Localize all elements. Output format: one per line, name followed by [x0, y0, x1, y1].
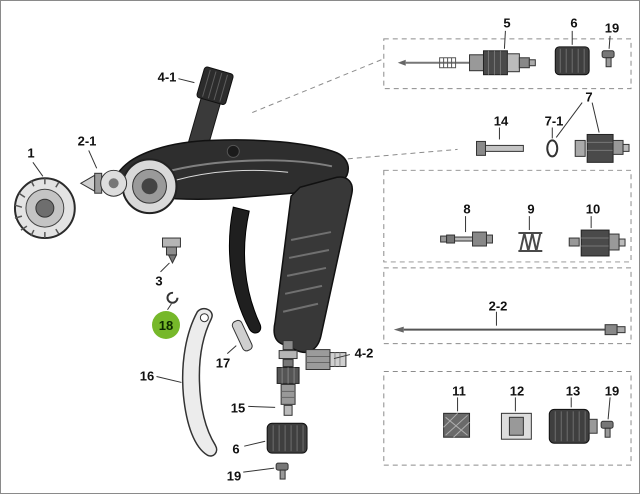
callout-7: 7	[585, 89, 593, 105]
part-6-top-drawing	[554, 46, 590, 76]
dashed-leader-lines	[252, 58, 458, 161]
part-16-drawing	[181, 308, 218, 457]
part-11-drawing	[443, 412, 471, 438]
callout-6-top: 6	[570, 15, 578, 31]
callout-leader-lines	[32, 30, 611, 473]
part-4-2-drawing	[305, 349, 347, 370]
part-12-drawing	[500, 412, 532, 440]
callout-6-bottom: 6	[232, 441, 240, 457]
callout-16: 16	[139, 368, 155, 384]
part-15-drawing	[276, 340, 300, 416]
callout-9: 9	[527, 201, 535, 217]
part-19-bottom-drawing	[275, 462, 289, 480]
callout-10: 10	[585, 201, 601, 217]
callout-7-1: 7-1	[544, 113, 564, 129]
part-17-drawing	[231, 319, 253, 352]
part-7-1-drawing	[546, 139, 559, 158]
group-box-valve-set	[383, 169, 632, 263]
gun-top-tube	[186, 66, 234, 155]
group-box-needle-2-2	[383, 267, 632, 345]
part-group-boxes	[383, 38, 632, 466]
callout-4-2: 4-2	[354, 345, 374, 361]
part-2-2-drawing	[393, 324, 626, 336]
callout-12: 12	[509, 383, 525, 399]
part-1-drawing	[13, 177, 76, 240]
callout-15: 15	[230, 400, 246, 416]
callout-13: 13	[565, 383, 581, 399]
callout-5: 5	[503, 15, 511, 31]
callout-18-highlighted[interactable]: 18	[152, 311, 180, 339]
callout-3: 3	[155, 273, 163, 289]
part-13-drawing	[548, 408, 598, 444]
part-5-drawing	[397, 50, 536, 76]
part-8-drawing	[440, 231, 493, 247]
part-7-drawing	[574, 133, 630, 163]
callout-19-bottom: 19	[226, 468, 242, 484]
callout-4-1: 4-1	[157, 69, 177, 85]
callout-19-right: 19	[604, 383, 620, 399]
part-10-drawing	[568, 229, 626, 257]
part-19-top-drawing	[601, 50, 615, 68]
gun-trigger	[228, 206, 262, 334]
callout-8: 8	[463, 201, 471, 217]
callout-2-2: 2-2	[488, 298, 508, 314]
callout-11: 11	[452, 383, 466, 399]
part-9-drawing	[518, 232, 543, 252]
callout-2-1: 2-1	[77, 133, 97, 149]
group-box-needle-set	[383, 38, 632, 90]
part-19-right-drawing	[600, 420, 614, 438]
callout-1: 1	[27, 145, 35, 161]
part-2-1-drawing	[79, 169, 128, 197]
part-3-drawing	[161, 237, 181, 265]
callout-17: 17	[215, 355, 231, 371]
part-6-bottom-drawing	[266, 422, 308, 454]
part-14-drawing	[476, 140, 524, 156]
part-18-drawing	[166, 291, 179, 304]
callout-19-top: 19	[604, 20, 620, 36]
spray-gun-drawing	[114, 66, 354, 354]
gun-handle	[273, 176, 354, 354]
callout-14: 14	[493, 113, 509, 129]
